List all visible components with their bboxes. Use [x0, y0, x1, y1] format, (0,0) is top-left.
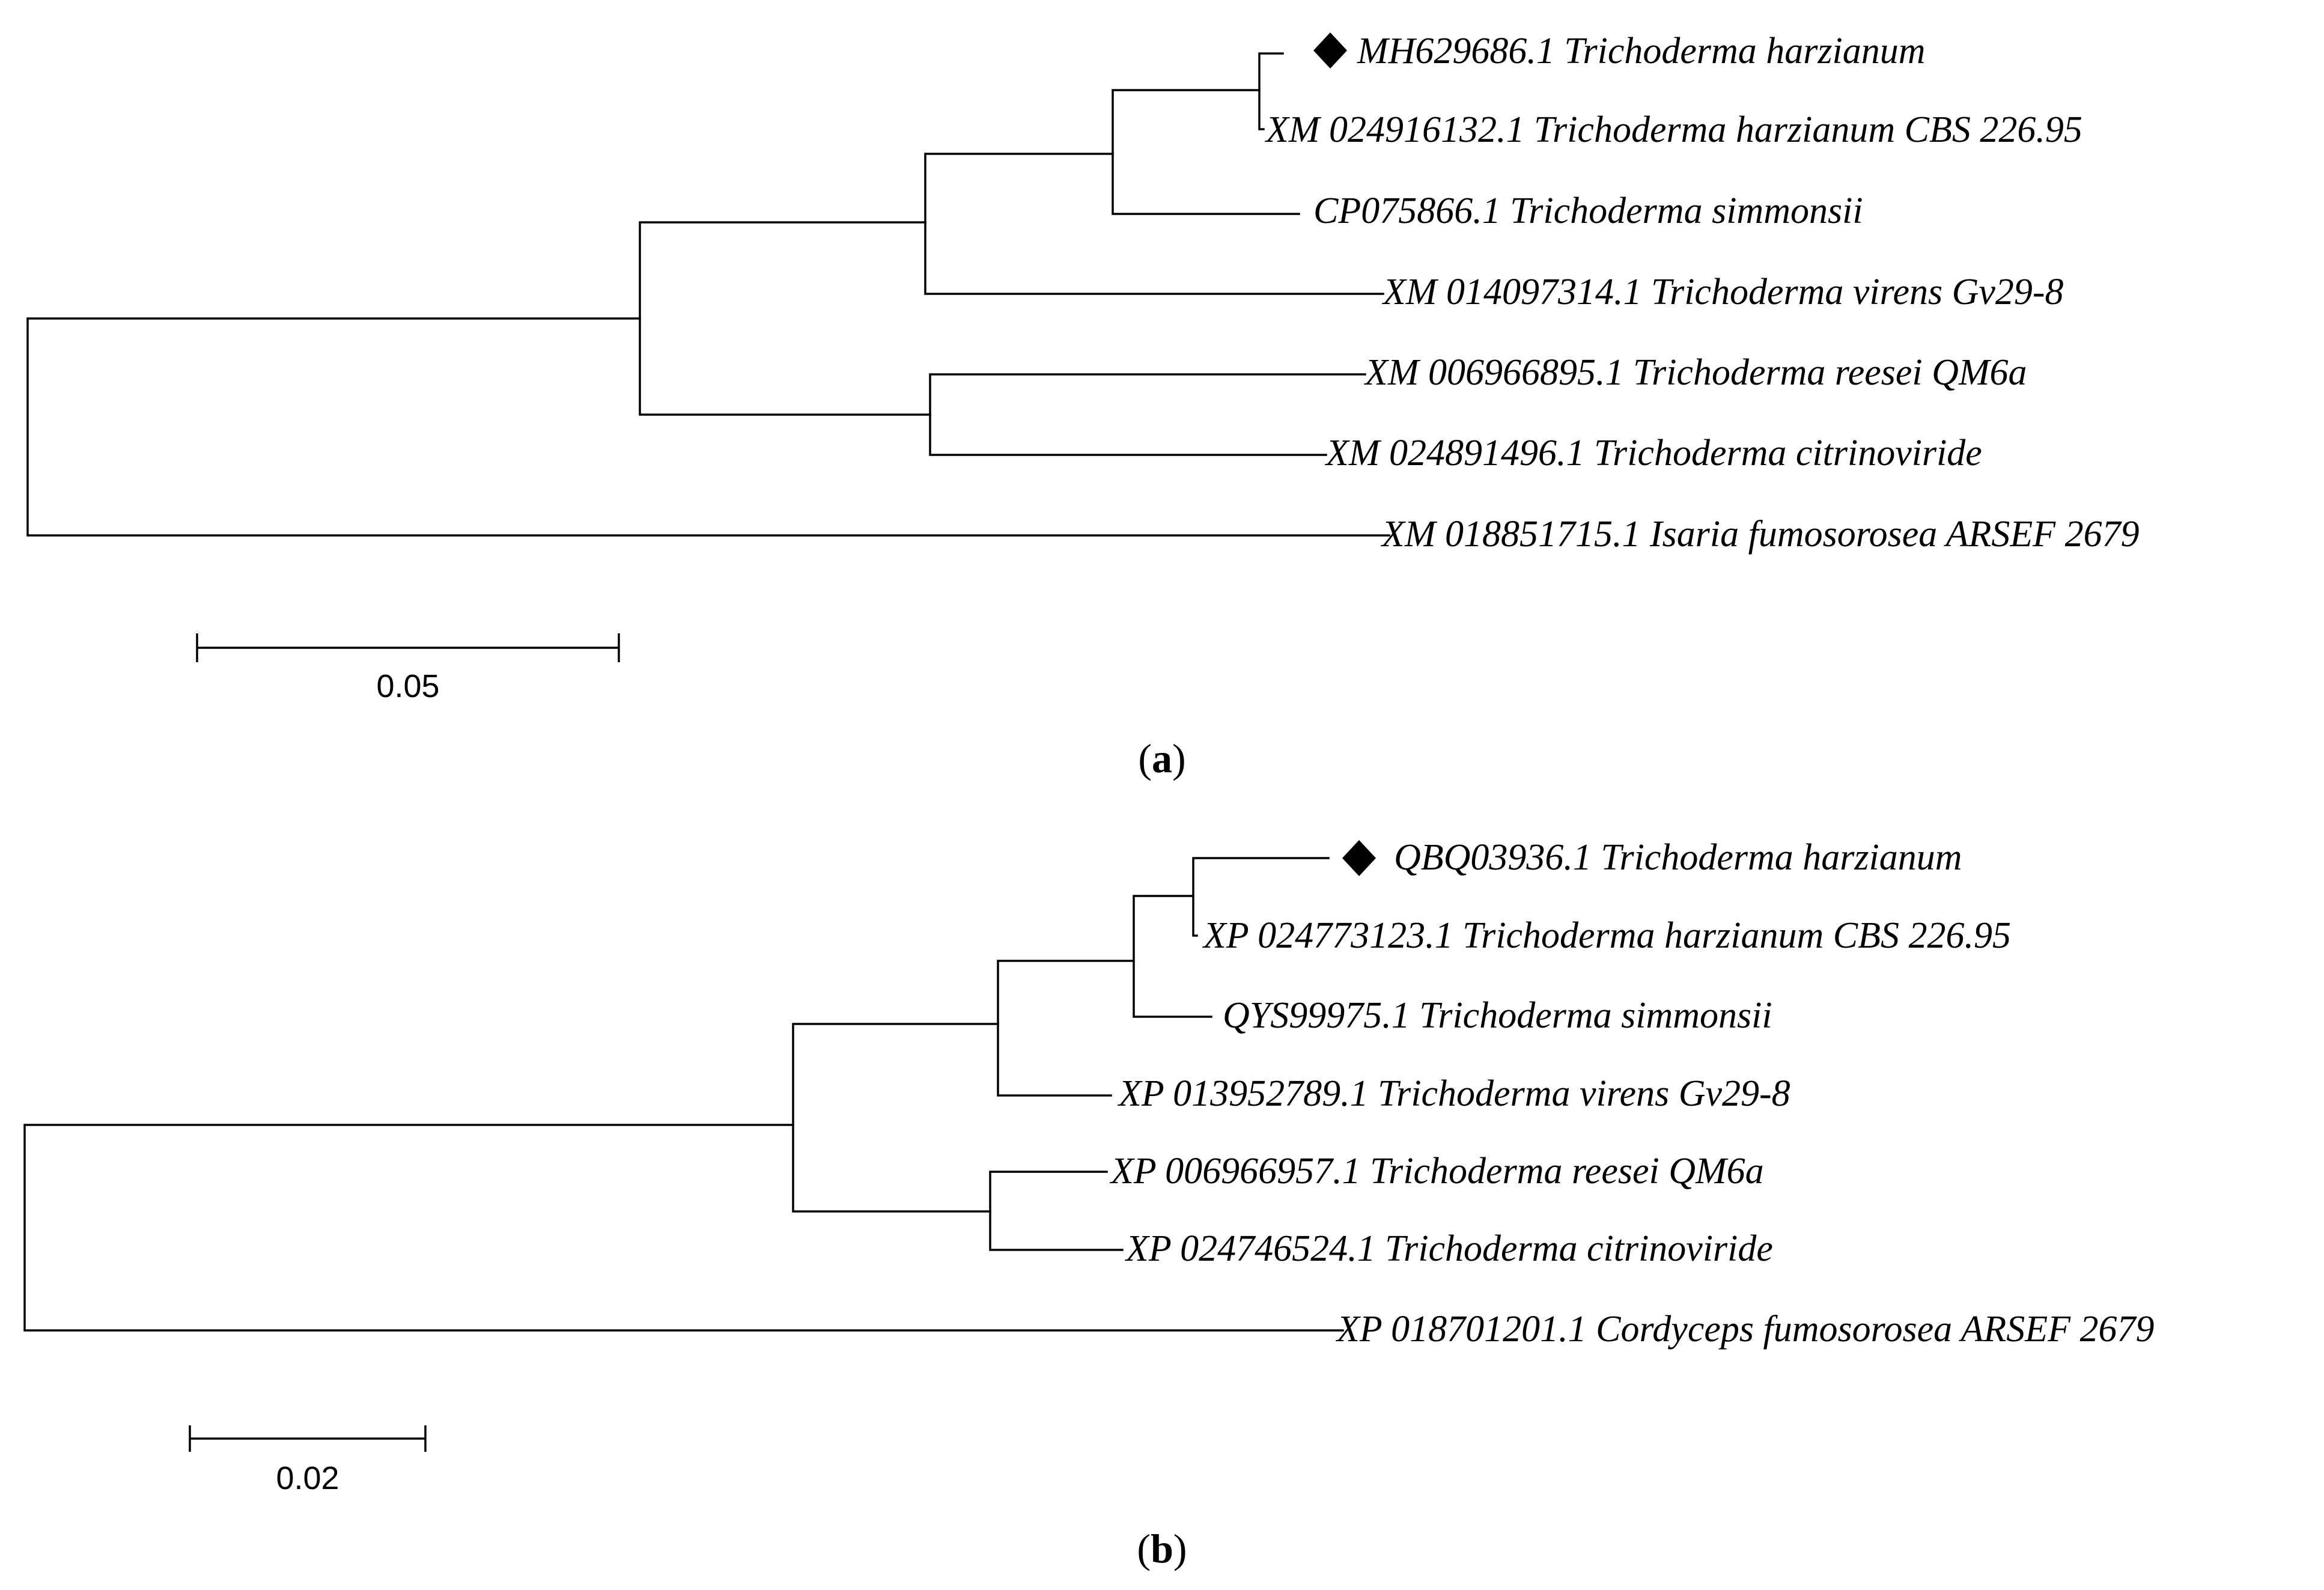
scale-bar-line-a	[196, 633, 620, 662]
leaf-label-b-1: QBQ03936.1 Trichoderma harzianum	[1394, 837, 1962, 878]
panel-label-b-close: )	[1173, 1526, 1187, 1571]
branch-reesei-clade-a	[929, 373, 1366, 456]
panel-label-b-open: (	[1137, 1526, 1151, 1571]
branch-virens-clade-a	[924, 153, 1384, 295]
panel-label-b-letter: b	[1151, 1526, 1173, 1571]
leaf-label-b-4: XP 013952789.1 Trichoderma virens Gv29-8	[1117, 1073, 1790, 1114]
panel-label-a-open: (	[1138, 736, 1152, 781]
branch-virens-clade-b	[997, 960, 1135, 1097]
leaf-label-b-3: QYS99975.1 Trichoderma simmonsii	[1223, 995, 1772, 1036]
leaf-label-b-5: XP 006966957.1 Trichoderma reesei QM6a	[1109, 1151, 1764, 1192]
tree-panel-a: MH629686.1 Trichoderma harzianum XM 0249…	[26, 31, 2140, 781]
leaf-label-a-2: XM 024916132.1 Trichoderma harzianum CBS…	[1264, 109, 2082, 150]
diamond-marker-icon	[1342, 840, 1376, 876]
scale-bar-a: 0.05	[196, 633, 620, 704]
diamond-marker-icon	[1313, 32, 1347, 69]
tree-panel-b: QBQ03936.1 Trichoderma harzianum XP 0247…	[23, 837, 2154, 1571]
branch-harzianum-pair-a	[1258, 52, 1284, 130]
panel-label-a-close: )	[1172, 736, 1186, 781]
panel-label-a: (a)	[1138, 736, 1185, 781]
scale-bar-line-b	[189, 1425, 427, 1452]
scale-bar-label-a: 0.05	[376, 668, 439, 704]
leaf-label-b-6: XP 024746524.1 Trichoderma citrinoviride	[1124, 1228, 1773, 1269]
branch-root-b	[23, 1124, 1344, 1332]
panel-label-a-letter: a	[1152, 736, 1172, 781]
leaf-label-a-3: CP075866.1 Trichoderma simmonsii	[1313, 190, 1863, 231]
branch-simmonsii-clade-b	[1133, 895, 1212, 1018]
branch-harzianum-pair-b	[1192, 857, 1330, 937]
branch-ingroup-a	[639, 221, 931, 416]
scale-bar-label-b: 0.02	[276, 1460, 339, 1496]
leaf-label-a-1: MH629686.1 Trichoderma harzianum	[1357, 31, 1926, 72]
branch-root-a	[26, 317, 1390, 537]
leaf-label-b-7: XP 018701201.1 Cordyceps fumosorosea ARS…	[1335, 1309, 2154, 1350]
leaf-label-a-5: XM 006966895.1 Trichoderma reesei QM6a	[1363, 352, 2027, 393]
leaf-label-a-7: XM 018851715.1 Isaria fumosorosea ARSEF …	[1380, 514, 2140, 555]
scale-bar-b: 0.02	[189, 1425, 427, 1496]
branch-ingroup-b	[792, 1023, 999, 1213]
branch-reesei-clade-b	[989, 1171, 1124, 1251]
leaf-label-a-6: XM 024891496.1 Trichoderma citrinoviride	[1324, 433, 1982, 474]
leaf-label-b-2: XP 024773123.1 Trichoderma harzianum CBS…	[1202, 915, 2011, 956]
branch-simmonsii-clade-a	[1112, 89, 1300, 215]
leaf-label-a-4: XM 014097314.1 Trichoderma virens Gv29-8	[1381, 272, 2064, 312]
panel-label-b: (b)	[1137, 1526, 1187, 1571]
